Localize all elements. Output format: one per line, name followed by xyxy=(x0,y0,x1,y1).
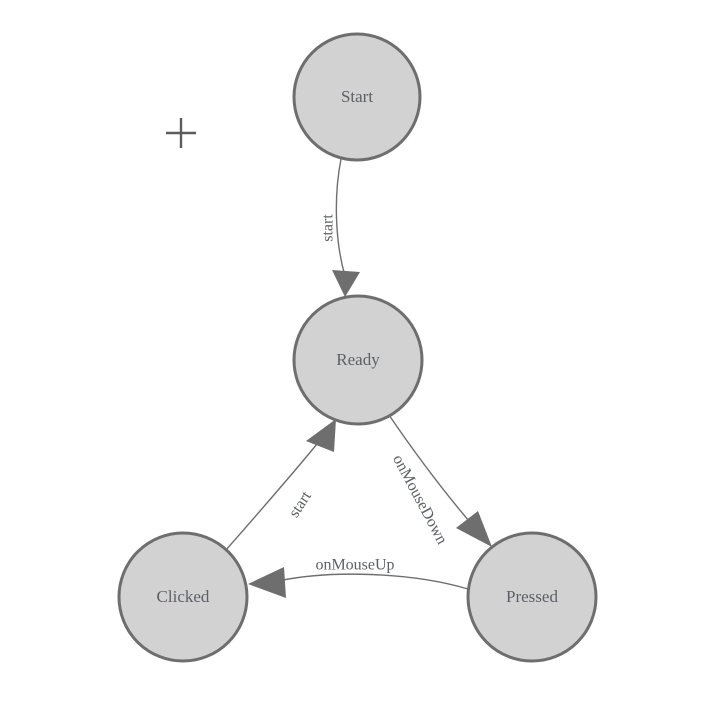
edge-label-ready-to-pressed: onMouseDown xyxy=(389,452,450,547)
edge-label-start-to-ready: start xyxy=(320,214,337,242)
node-start-circle[interactable] xyxy=(292,32,422,162)
crosshair-icon xyxy=(166,118,196,148)
arrowhead-into-clicked xyxy=(248,567,286,598)
node-clicked-circle[interactable] xyxy=(117,531,249,663)
edge-clicked-to-ready[interactable]: start xyxy=(224,419,336,552)
edge-path-clicked-to-ready xyxy=(224,443,318,552)
edge-path-pressed-to-clicked xyxy=(277,573,469,590)
edge-start-to-ready[interactable]: start xyxy=(320,158,360,297)
edge-ready-to-pressed[interactable]: onMouseDown xyxy=(388,414,492,547)
edge-label-clicked-to-ready: start xyxy=(286,488,316,521)
edge-label-pressed-to-clicked: onMouseUp xyxy=(315,557,394,574)
edge-path-start-to-ready xyxy=(335,158,346,277)
node-clicked-label: Clicked xyxy=(157,587,210,606)
node-start[interactable]: Start xyxy=(292,32,422,162)
arrowhead-into-ready-lower-left xyxy=(306,419,336,452)
arrowhead-into-pressed xyxy=(456,511,492,547)
node-ready[interactable]: Ready xyxy=(292,294,424,426)
node-pressed-label: Pressed xyxy=(506,587,558,606)
node-ready-label: Ready xyxy=(336,350,380,369)
arrowhead-into-ready-top xyxy=(332,270,360,297)
node-start-label: Start xyxy=(341,87,373,106)
node-clicked[interactable]: Clicked xyxy=(117,531,249,663)
node-pressed[interactable]: Pressed xyxy=(466,531,598,663)
edge-pressed-to-clicked[interactable]: onMouseUp xyxy=(248,557,469,598)
node-ready-circle[interactable] xyxy=(292,294,424,426)
node-pressed-circle[interactable] xyxy=(466,531,598,663)
